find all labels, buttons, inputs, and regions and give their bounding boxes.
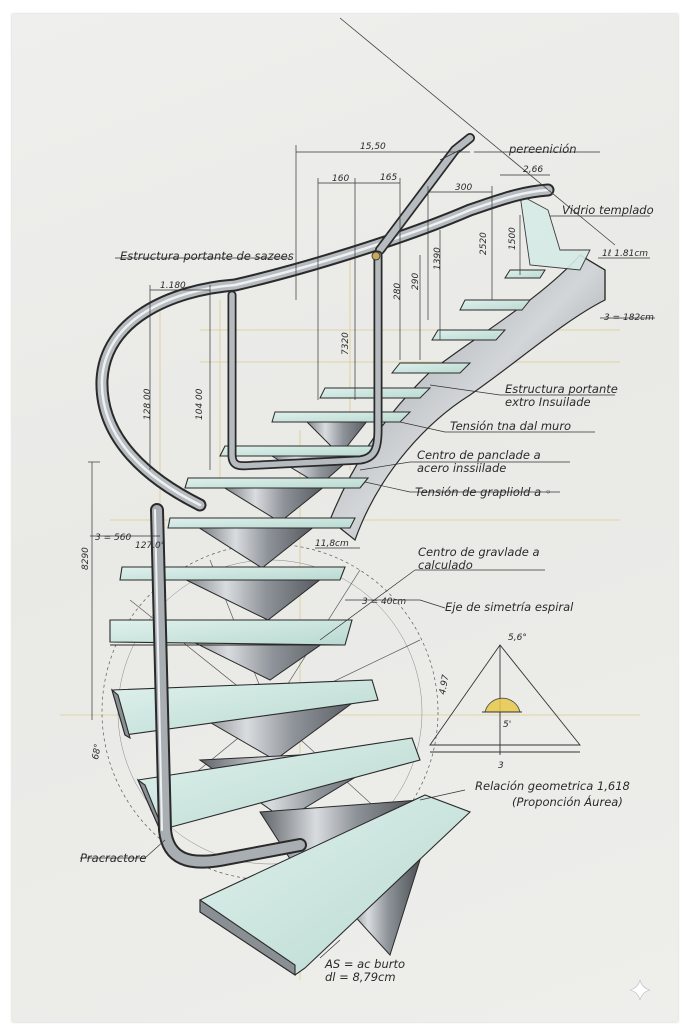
dim-5: 5' [503,720,511,730]
dim-1550: 15,50 [360,142,386,152]
dim-2520: 2520 [479,232,489,255]
label-tension-grapliold: Tensión de grapliold a ◦ [415,485,552,499]
dim-68: 68° [91,743,104,760]
label-as-2: dl = 8,79cm [325,970,396,984]
dim-280: 280 [393,283,403,300]
label-centro-gravlade-1: Centro de gravlade a [418,545,540,559]
dim-160: 160 [332,174,349,184]
dim-56: 5,6° [508,633,527,643]
dim-497: 4.97 [438,674,451,696]
label-estructura-ext-1: Estructura portante [505,382,618,396]
dimension-lines [80,145,655,959]
annotations: pereenición Vidrio templado Estructura p… [80,142,654,984]
dim-1500: 1500 [508,227,518,250]
dim-40: 3 = 40cm [362,597,406,607]
label-eje-simetria: Eje de simetría espiral [445,600,574,614]
label-centro-panclade-2: acero inssiilade [417,461,506,475]
dim-3: 3 [498,761,504,771]
label-as-1: AS = ac burto [324,957,405,971]
glass-panel [519,194,591,271]
dim-1390: 1390 [433,247,443,270]
label-tension-muro: Tensión tna dal muro [450,419,571,433]
label-vidrio: Vidrio templado [562,203,654,217]
dim-182: 3 = 182cm [604,313,654,323]
dim-290: 290 [411,273,421,290]
dim-118: 11,8cm [315,539,349,549]
dim-deg: 127.0° [135,541,165,551]
label-centro-panclade-1: Centro de panclade a [417,448,541,462]
golden-triangle [429,644,581,755]
label-pracractore: Pracractore [80,851,146,865]
label-estructura-ext-2: extro Insuilade [505,395,591,409]
sparkle-icon [629,979,651,1001]
dim-7320: 7320 [341,332,351,355]
dim-165: 165 [380,173,397,183]
dim-s: 3 = 560 [95,533,131,543]
dim-1181: 1ℓ 1.81cm [602,249,648,259]
label-relacion-1: Relación geometrica 1,618 [475,779,630,793]
dim-266: 2,66 [523,165,543,175]
dim-10400: 104 00 [195,388,205,420]
construction-diagonal [339,17,616,246]
label-perecnicion: pereenición [508,142,577,156]
dim-1180: 1.180 [160,281,186,291]
label-estructura-top: Estructura portante de sazees [120,249,294,263]
handrail [95,133,555,869]
label-relacion-2: (Proponción Áurea) [512,794,623,809]
label-centro-gravlade-2: calculado [418,558,473,572]
dim-8290: 8290 [81,547,91,570]
dim-300: 300 [455,183,472,193]
dim-12800: 128 00 [143,388,153,420]
